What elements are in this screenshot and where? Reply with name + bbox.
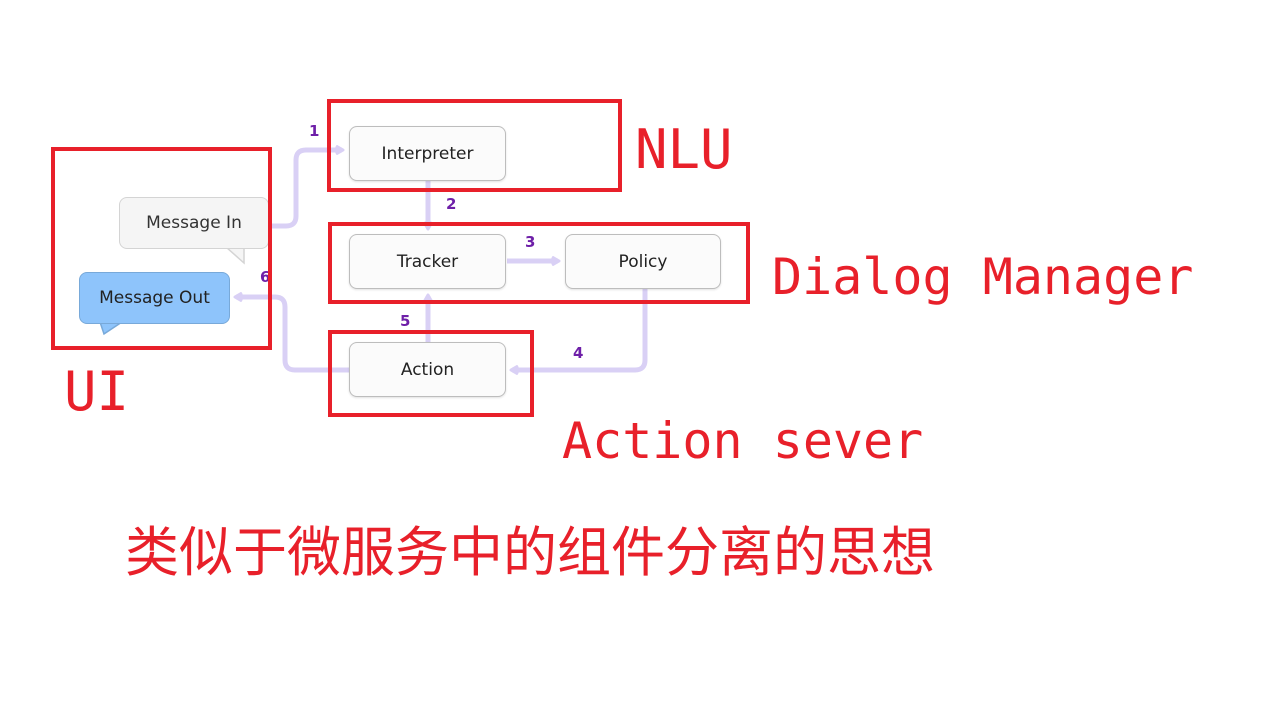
interpreter-node: Interpreter [349, 126, 506, 181]
interpreter-label: Interpreter [381, 143, 474, 164]
nlu-frame [327, 99, 622, 192]
dialog-manager-label: Dialog Manager [772, 248, 1194, 306]
step-number-2: 2 [446, 195, 457, 213]
arrow-1-message-in-to-interpreter [268, 150, 342, 229]
message-in-bubble: Message In [119, 197, 269, 249]
ui-label: UI [64, 360, 130, 423]
step-number-6: 6 [260, 268, 271, 286]
message-out-bubble: Message Out [79, 272, 230, 324]
tracker-node: Tracker [349, 234, 506, 289]
action-label: Action [400, 359, 455, 380]
nlu-label: NLU [635, 118, 733, 181]
message-out-label: Message Out [99, 288, 210, 308]
arrow-4-policy-to-action [512, 289, 648, 370]
policy-node: Policy [565, 234, 721, 289]
dialog-manager-frame [328, 222, 750, 304]
step-number-5: 5 [400, 312, 411, 330]
ui-frame [51, 147, 272, 350]
policy-label: Policy [618, 251, 668, 272]
step-number-4: 4 [573, 344, 584, 362]
message-in-label: Message In [146, 213, 242, 233]
step-number-1: 1 [309, 122, 320, 140]
tracker-label: Tracker [396, 251, 459, 272]
action-server-frame [328, 330, 534, 417]
step-number-3: 3 [525, 233, 536, 251]
caption-text: 类似于微服务中的组件分离的思想 [125, 521, 935, 584]
action-node: Action [349, 342, 506, 397]
action-server-label: Action sever [562, 412, 924, 470]
arrow-6-action-to-message-out [236, 297, 350, 373]
